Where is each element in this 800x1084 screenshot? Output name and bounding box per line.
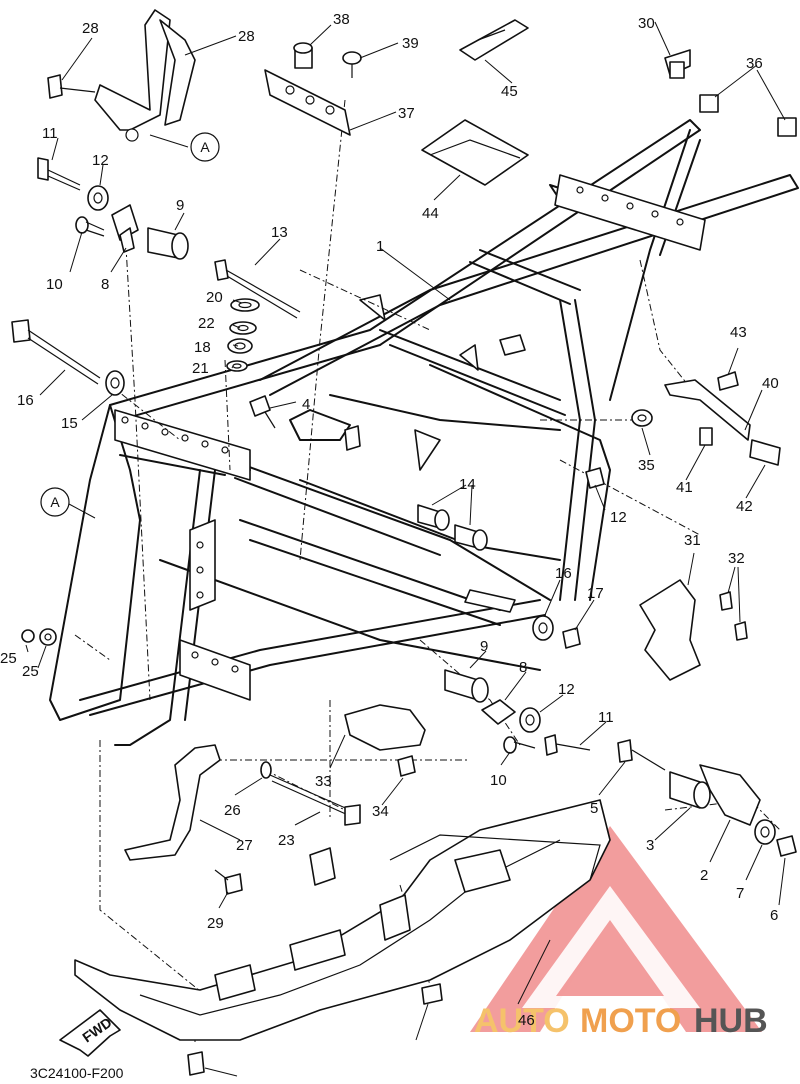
- callout-36: 37: [398, 105, 415, 122]
- callout-42: 43: [730, 324, 747, 341]
- callout-22: 22: [198, 315, 215, 332]
- callout-17: 16: [17, 392, 34, 409]
- drawing-code: 3C24100-F200: [30, 1065, 124, 1081]
- callout-16-lower: 16: [555, 565, 572, 582]
- callout-31: 32: [728, 550, 745, 567]
- callout-10-lower: 10: [490, 772, 507, 789]
- callout-3: 3: [646, 837, 654, 854]
- leader-lines: [25, 21, 786, 1077]
- reference-marker-a-upper: A: [190, 132, 220, 162]
- callout-34: 35: [638, 457, 655, 474]
- callout-33: 34: [372, 803, 389, 820]
- callout-15: 14: [459, 476, 476, 493]
- callout-1: 1: [376, 238, 384, 255]
- callout-23: 23: [278, 832, 295, 849]
- callout-12-lower: 12: [558, 681, 575, 698]
- callout-5: 5: [590, 800, 598, 817]
- callout-14: 12: [610, 509, 627, 526]
- callout-43: 44: [422, 205, 439, 222]
- callout-28-lower: 29: [207, 915, 224, 932]
- callout-41: 42: [736, 498, 753, 515]
- callout-16-upper: 15: [61, 415, 78, 432]
- callout-26: 27: [236, 837, 253, 854]
- callout-45: 46: [518, 1012, 535, 1029]
- callout-40: 41: [676, 479, 693, 496]
- watermark-moto: MOTO: [580, 1002, 681, 1040]
- callout-2: 2: [700, 867, 708, 884]
- main-frame: [49, 119, 799, 746]
- callout-25-lower: 26: [224, 802, 241, 819]
- callout-20: 20: [206, 289, 223, 306]
- callout-44: 45: [501, 83, 518, 100]
- callout-30: 31: [684, 532, 701, 549]
- callout-37: 38: [333, 11, 350, 28]
- callout-11-upper: 11: [42, 125, 58, 142]
- frame-holes: [121, 186, 684, 673]
- watermark-logo: AUTO MOTO HUB: [470, 826, 768, 1040]
- svg-text:A: A: [50, 494, 60, 510]
- callout-8-upper: 8: [101, 276, 109, 293]
- callout-4: 4: [302, 396, 310, 413]
- callout-numbers: 28 28 38 39 37 30 36 45 44 11 12 9 10 8 …: [0, 11, 779, 1029]
- reference-marker-a-lower: A: [40, 487, 70, 517]
- callout-8-lower: 8: [519, 659, 527, 676]
- callout-19: 18: [194, 339, 211, 356]
- watermark-auto: AUTO: [474, 1002, 570, 1040]
- callout-35: 36: [746, 55, 763, 72]
- watermark-hub: HUB: [694, 1002, 768, 1040]
- callout-29: 30: [638, 15, 655, 32]
- callout-6: 6: [770, 907, 778, 924]
- svg-text:A: A: [200, 139, 210, 155]
- callout-7: 7: [736, 885, 744, 902]
- callout-38: 39: [402, 35, 419, 52]
- callout-13: 13: [271, 224, 288, 241]
- callout-24: 25: [0, 650, 17, 667]
- callout-27: 28: [238, 28, 255, 45]
- callout-10-upper: 10: [46, 276, 63, 293]
- callout-39: 40: [762, 375, 779, 392]
- callout-9-lower: 9: [480, 638, 488, 655]
- callout-25-side: 25: [22, 663, 39, 680]
- callout-12-upper: 12: [92, 152, 109, 169]
- callout-21: 21: [192, 360, 209, 377]
- callout-32: 33: [315, 773, 332, 790]
- callout-9-upper: 9: [176, 197, 184, 214]
- callout-18: 17: [587, 585, 604, 602]
- callout-11-lower: 11: [598, 709, 614, 726]
- callout-28-upper: 28: [82, 20, 99, 37]
- parts: [11, 9, 797, 1076]
